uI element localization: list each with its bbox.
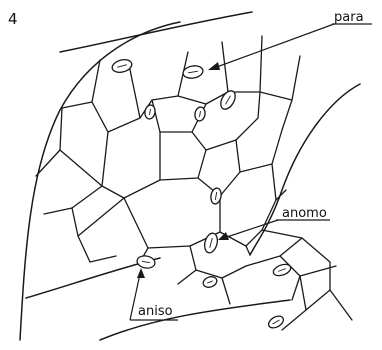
stoma xyxy=(202,275,219,289)
stoma xyxy=(272,262,292,278)
label-para: para xyxy=(334,10,364,25)
outer-boundary xyxy=(20,12,360,340)
cell-walls xyxy=(36,36,352,330)
stoma xyxy=(267,314,286,331)
annotation-para: para xyxy=(208,10,372,70)
stomata xyxy=(111,58,292,331)
figure-number: 4 xyxy=(8,10,18,28)
stoma xyxy=(194,106,206,122)
stoma xyxy=(144,104,156,120)
label-anomo: anomo xyxy=(282,206,327,221)
annotation-aniso: aniso xyxy=(130,268,178,320)
stoma-aniso xyxy=(136,255,156,270)
stoma-para xyxy=(182,64,204,79)
stoma-anomo xyxy=(203,232,220,254)
label-aniso: aniso xyxy=(138,304,173,319)
